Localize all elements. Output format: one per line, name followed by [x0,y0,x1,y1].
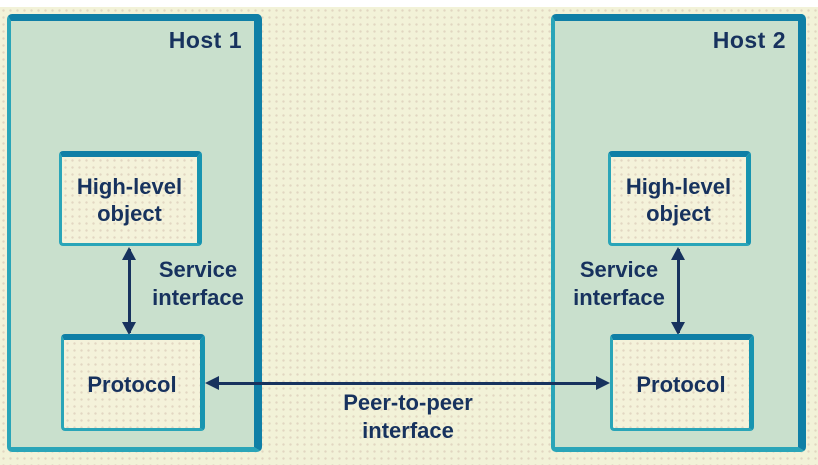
host-2-title: Host 2 [712,27,786,53]
host-1-box: Host 1 High-level object Service interfa… [7,14,262,452]
arrowhead-down-icon [671,322,685,335]
host-2-box: Host 2 High-level object Service interfa… [551,14,806,452]
host-1-protocol-box: Protocol [61,334,205,431]
high-level-object-label: High-level object [625,174,732,226]
top-margin [0,0,818,7]
host-2-high-level-object-box: High-level object [608,151,751,246]
host-1-high-level-object-box: High-level object [59,151,202,246]
host-2-service-interface-label: Service interface [573,257,665,310]
peer-to-peer-interface-label: Peer-to-peer interface [343,390,473,443]
host-1-service-interface-label: Service interface [152,257,244,310]
protocol-label: Protocol [636,371,726,397]
peer-to-peer-arrow [205,376,610,391]
arrowhead-up-icon [122,247,136,260]
arrowhead-right-icon [596,376,610,390]
host-2-protocol-box: Protocol [610,334,754,431]
host-2-service-interface-arrow [671,247,685,335]
arrowhead-left-icon [205,376,219,390]
protocol-label: Protocol [87,371,177,397]
host-1-service-interface-arrow [122,247,136,335]
high-level-object-label: High-level object [76,174,183,226]
arrowhead-down-icon [122,322,136,335]
peer-to-peer-arrow-line [213,382,602,385]
arrowhead-up-icon [671,247,685,260]
host-1-title: Host 1 [168,27,242,53]
